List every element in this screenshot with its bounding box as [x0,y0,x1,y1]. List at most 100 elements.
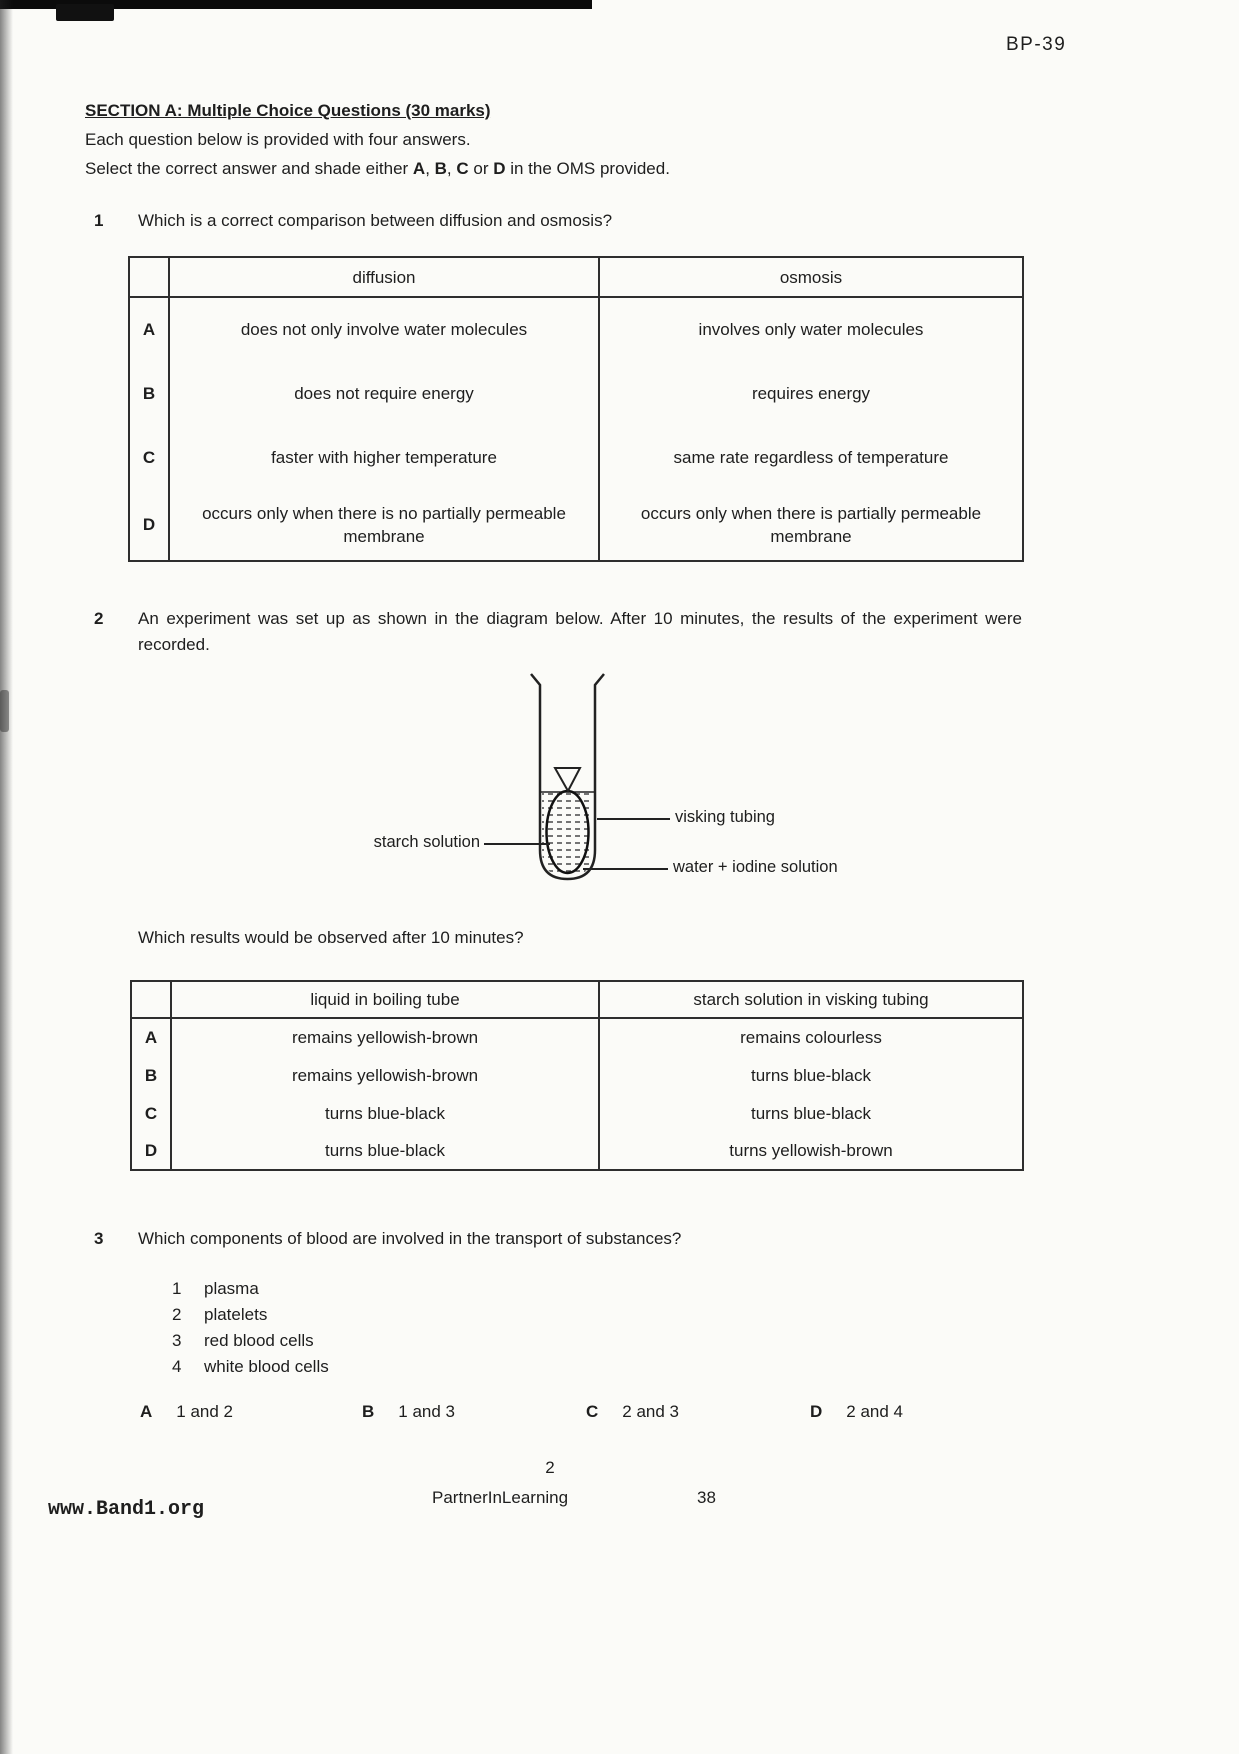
boiling-tube-cell: turns blue-black [170,1132,600,1170]
question-3-number: 3 [94,1229,104,1248]
q2-results-table: liquid in boiling tube starch solution i… [130,980,1024,1171]
list-item-text: plasma [204,1279,259,1298]
intro-line-1: Each question below is provided with fou… [85,130,471,149]
option-c: C 2 and 3 [586,1402,679,1422]
row-label-cell: A [128,297,170,361]
table-row: A remains yellowish-brown remains colour… [130,1018,1024,1056]
doc-code: BP-39 [1006,34,1067,55]
section-title: SECTION A: Multiple Choice Questions (30… [85,101,491,120]
list-item-text: white blood cells [204,1357,329,1376]
list-item-number: 3 [172,1331,182,1350]
table-header-row: diffusion osmosis [128,257,1024,298]
option-a-label: A [140,1402,153,1421]
table-row: C turns blue-black turns blue-black [130,1094,1024,1132]
table-row: D turns blue-black turns yellowish-brown [130,1132,1024,1170]
scan-artifact-blob [56,4,114,21]
table-row: B remains yellowish-brown turns blue-bla… [130,1056,1024,1094]
intro-option-c: C [456,159,469,178]
osmosis-cell: requires energy [598,361,1024,425]
option-b-text: 1 and 3 [398,1402,456,1421]
intro-option-d: D [493,159,506,178]
intro-option-a: A [412,159,426,178]
intro-line-2: Select the correct answer and shade eith… [85,154,995,183]
diffusion-cell: occurs only when there is no partially p… [168,489,600,561]
osmosis-cell: involves only water molecules [598,297,1024,361]
list-item: 4 white blood cells [172,1354,329,1380]
header-blank-cell [130,981,172,1019]
intro-text-part: , [425,159,435,178]
list-item-text: platelets [204,1305,268,1324]
footer-page-ref: 38 [697,1488,716,1507]
list-item: 3 red blood cells [172,1328,329,1354]
starch-solution-label: starch solution [373,833,480,851]
header-osmosis-cell: osmosis [598,257,1024,298]
intro-text-part: , [446,159,457,178]
scan-artifact-left-edge [0,0,13,1754]
option-d: D 2 and 4 [810,1402,903,1422]
question-3-text: Which components of blood are involved i… [138,1229,682,1248]
page-number: 2 [545,1458,555,1477]
visking-cell: remains colourless [598,1018,1024,1056]
option-d-label: D [810,1402,823,1421]
boiling-tube-illustration [484,673,670,881]
watermark-url: www.Band1.org [48,1498,205,1521]
boiling-tube-cell: remains yellowish-brown [170,1056,600,1094]
header-boiling-tube-cell: liquid in boiling tube [170,981,600,1019]
table-row: A does not only involve water molecules … [128,297,1024,361]
list-item-number: 1 [172,1279,182,1298]
list-item: 1 plasma [172,1276,329,1302]
visking-cell: turns blue-black [598,1094,1024,1132]
row-label-cell: A [130,1018,172,1056]
question-2: 2 An experiment was set up as shown in t… [94,606,1022,658]
option-a: A 1 and 2 [140,1402,233,1422]
boiling-tube-cell: turns blue-black [170,1094,600,1132]
row-label-cell: C [130,1094,172,1132]
intro-text-part: in the OMS provided. [505,159,670,178]
intro-text-part: or [468,159,494,178]
boiling-tube-cell: remains yellowish-brown [170,1018,600,1056]
row-label-cell: B [130,1056,172,1094]
answer-options-row: A 1 and 2 B 1 and 3 C 2 and 3 D 2 and 4 [0,1402,1239,1432]
diffusion-cell: does not require energy [168,361,600,425]
row-label-cell: C [128,425,170,489]
experiment-diagram: visking tubing starch solution water + i… [350,672,880,907]
osmosis-cell: occurs only when there is partially perm… [598,489,1024,561]
intro-text-part: Select the correct answer and shade eith… [85,159,413,178]
question-3: 3 Which components of blood are involved… [94,1226,1014,1252]
table-row: C faster with higher temperature same ra… [128,425,1024,489]
option-c-label: C [586,1402,599,1421]
visking-cell: turns yellowish-brown [598,1132,1024,1170]
row-label-cell: D [130,1132,172,1170]
question-1-number: 1 [94,211,104,230]
option-b-label: B [362,1402,375,1421]
footer-brand: PartnerInLearning [432,1488,569,1507]
header-diffusion-cell: diffusion [168,257,600,298]
row-label-cell: B [128,361,170,425]
intro-option-b: B [434,159,447,178]
question-1-text: Which is a correct comparison between di… [138,211,613,230]
scan-artifact-top-bar [0,0,592,9]
header-blank-cell [128,257,170,298]
option-a-text: 1 and 2 [176,1402,234,1421]
list-item-number: 4 [172,1357,182,1376]
question-1: 1 Which is a correct comparison between … [94,208,1014,234]
question-2-followup: Which results would be observed after 10… [138,928,524,947]
option-c-text: 2 and 3 [622,1402,680,1421]
scan-artifact-smudge [0,690,9,732]
list-item-text: red blood cells [204,1331,314,1350]
option-b: B 1 and 3 [362,1402,455,1422]
table-row: B does not require energy requires energ… [128,361,1024,425]
table-header-row: liquid in boiling tube starch solution i… [130,981,1024,1019]
osmosis-cell: same rate regardless of temperature [598,425,1024,489]
visking-tubing-label: visking tubing [675,808,775,826]
option-d-text: 2 and 4 [846,1402,904,1421]
table-row: D occurs only when there is no partially… [128,489,1024,561]
diffusion-cell: faster with higher temperature [168,425,600,489]
header-visking-cell: starch solution in visking tubing [598,981,1024,1019]
question-2-text: An experiment was set up as shown in the… [138,609,1022,654]
diffusion-cell: does not only involve water molecules [168,297,600,361]
visking-cell: turns blue-black [598,1056,1024,1094]
